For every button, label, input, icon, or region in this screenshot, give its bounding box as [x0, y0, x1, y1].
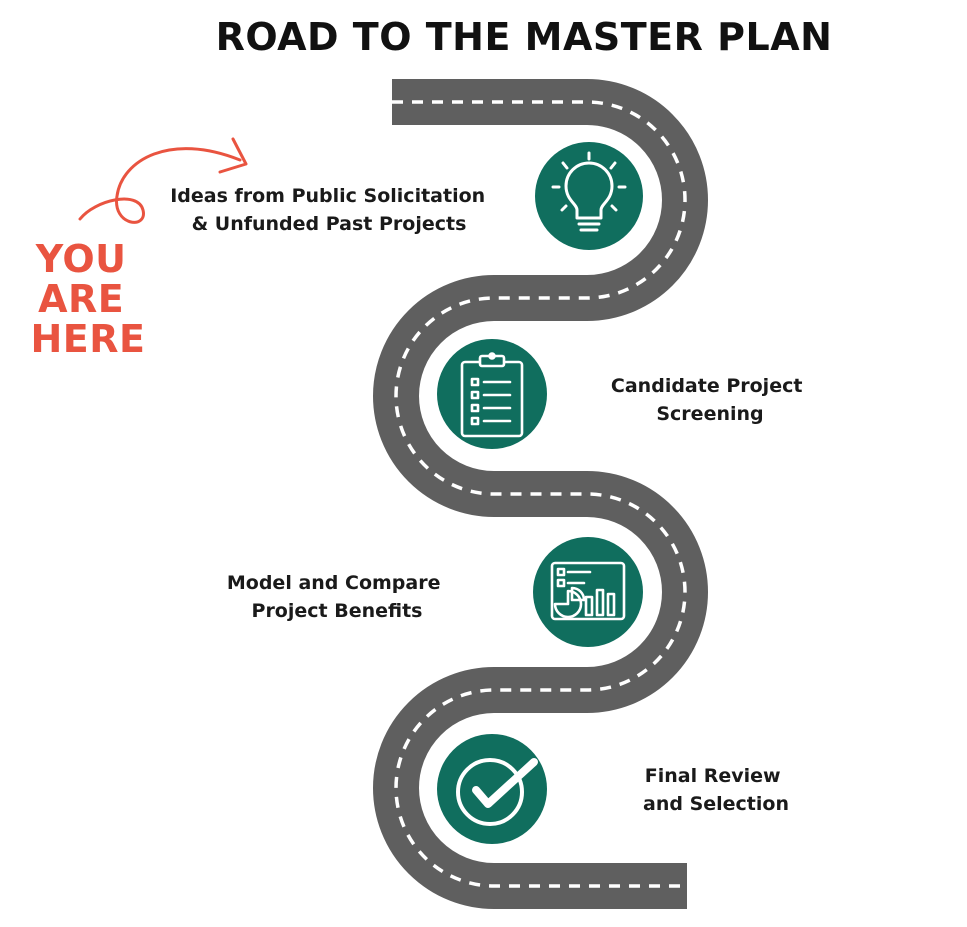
step-3-label: Model and Compare Project Benefits — [227, 572, 447, 622]
step-4-label-line2: and Selection — [643, 793, 789, 815]
winding-road — [373, 79, 708, 909]
you-are-here-line1: YOU — [35, 237, 127, 281]
you-are-here-text: YOU ARE HERE — [31, 237, 146, 361]
you-are-here-line2: ARE — [38, 277, 124, 321]
step-2-label: Candidate Project Screening — [611, 375, 809, 425]
step-3-label-line2: Project Benefits — [252, 600, 423, 622]
lightbulb-icon — [551, 151, 627, 232]
you-are-here-line3: HERE — [31, 317, 146, 361]
step-2-label-line1: Candidate Project — [611, 375, 803, 397]
step-1-label-line1: Ideas from Public Solicitation — [170, 185, 485, 207]
page-title: ROAD TO THE MASTER PLAN — [216, 15, 833, 59]
step-2-label-line2: Screening — [656, 403, 763, 425]
checkmark-circle-icon — [456, 758, 538, 826]
you-are-here-marker: YOU ARE HERE — [31, 137, 248, 361]
step-4-label: Final Review and Selection — [643, 765, 789, 815]
arrow-head-icon — [218, 137, 248, 174]
step-4-icon — [437, 734, 547, 844]
road-center-dashes — [392, 100, 687, 888]
curved-arrow-icon — [78, 147, 242, 224]
step-3-icon — [533, 537, 643, 647]
clipboard-checklist-icon — [460, 352, 524, 438]
step-1-icon — [535, 142, 643, 250]
step-3-label-line1: Model and Compare — [227, 572, 441, 594]
step-1-label: Ideas from Public Solicitation & Unfunde… — [170, 185, 492, 235]
dashboard-chart-icon — [550, 561, 626, 621]
step-1-label-line2: & Unfunded Past Projects — [192, 213, 467, 235]
step-2-icon — [437, 339, 547, 449]
step-4-label-line1: Final Review — [645, 765, 781, 787]
